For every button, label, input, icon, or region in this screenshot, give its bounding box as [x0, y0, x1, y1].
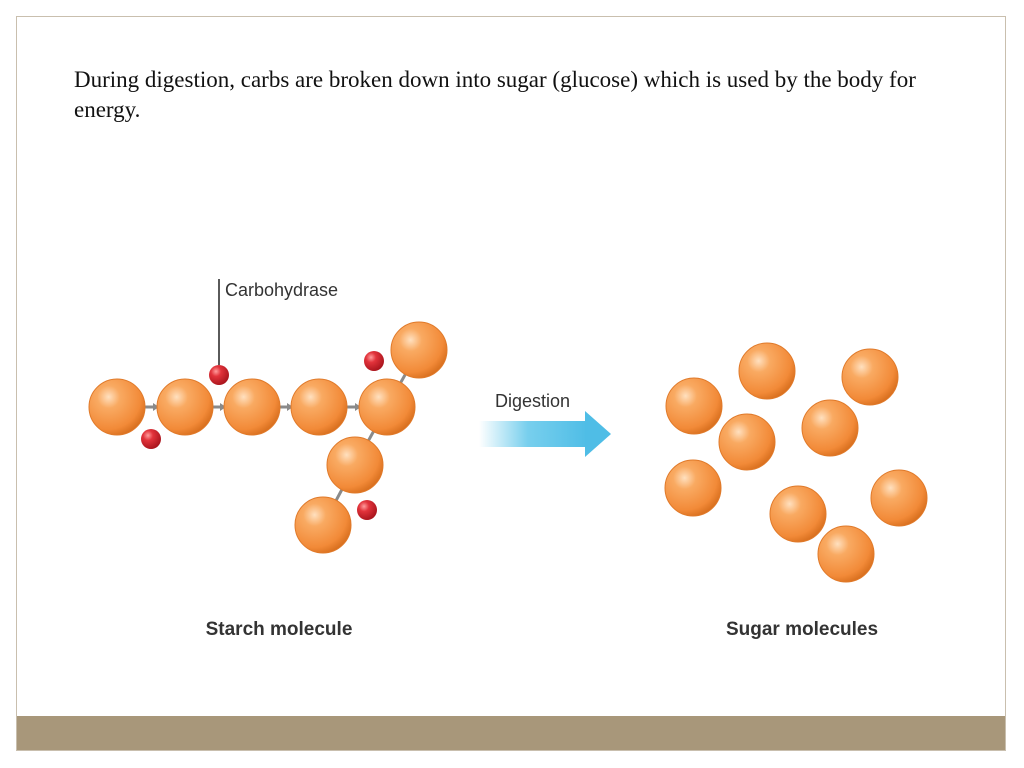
arrow-shaft: [479, 421, 587, 447]
process-label: Digestion: [495, 391, 570, 411]
digestion-diagram: Carbohydrase Digestion Starch molecule S…: [88, 279, 928, 640]
sugar-molecule: [738, 342, 796, 400]
sugar-label: Sugar molecules: [726, 619, 878, 640]
starch-glucose-unit: [294, 496, 352, 554]
starch-label: Starch molecule: [206, 619, 353, 640]
enzyme-label: Carbohydrase: [225, 280, 338, 300]
starch-glucose-unit: [156, 378, 214, 436]
glycosidic-bonds: [115, 348, 421, 527]
bond-marker: [287, 403, 293, 411]
sugar-molecule: [870, 469, 928, 527]
sugar-molecule: [718, 413, 776, 471]
starch-glucose-unit: [88, 378, 146, 436]
water-molecule: [357, 500, 377, 520]
arrow-head: [585, 411, 611, 457]
starch-molecule: [88, 321, 448, 554]
footer-bar: [17, 716, 1005, 750]
bond-marker: [153, 403, 159, 411]
bond-marker: [220, 403, 226, 411]
starch-glucose-unit: [326, 436, 384, 494]
sugar-molecule: [664, 459, 722, 517]
slide-caption: During digestion, carbs are broken down …: [74, 67, 916, 122]
starch-glucose-unit: [223, 378, 281, 436]
starch-glucose-unit: [358, 378, 416, 436]
water-molecule: [209, 365, 229, 385]
water-molecule: [364, 351, 384, 371]
slide: During digestion, carbs are broken down …: [16, 16, 1006, 751]
sugar-molecule: [841, 348, 899, 406]
sugar-molecule: [665, 377, 723, 435]
starch-glucose-unit: [390, 321, 448, 379]
digestion-arrow: [479, 411, 611, 457]
sugar-molecules: [664, 342, 928, 583]
sugar-molecule: [817, 525, 875, 583]
bond-markers: [153, 403, 361, 411]
water-molecule: [141, 429, 161, 449]
sugar-molecule: [769, 485, 827, 543]
starch-glucose-unit: [290, 378, 348, 436]
sugar-molecule: [801, 399, 859, 457]
bond-marker: [355, 403, 361, 411]
